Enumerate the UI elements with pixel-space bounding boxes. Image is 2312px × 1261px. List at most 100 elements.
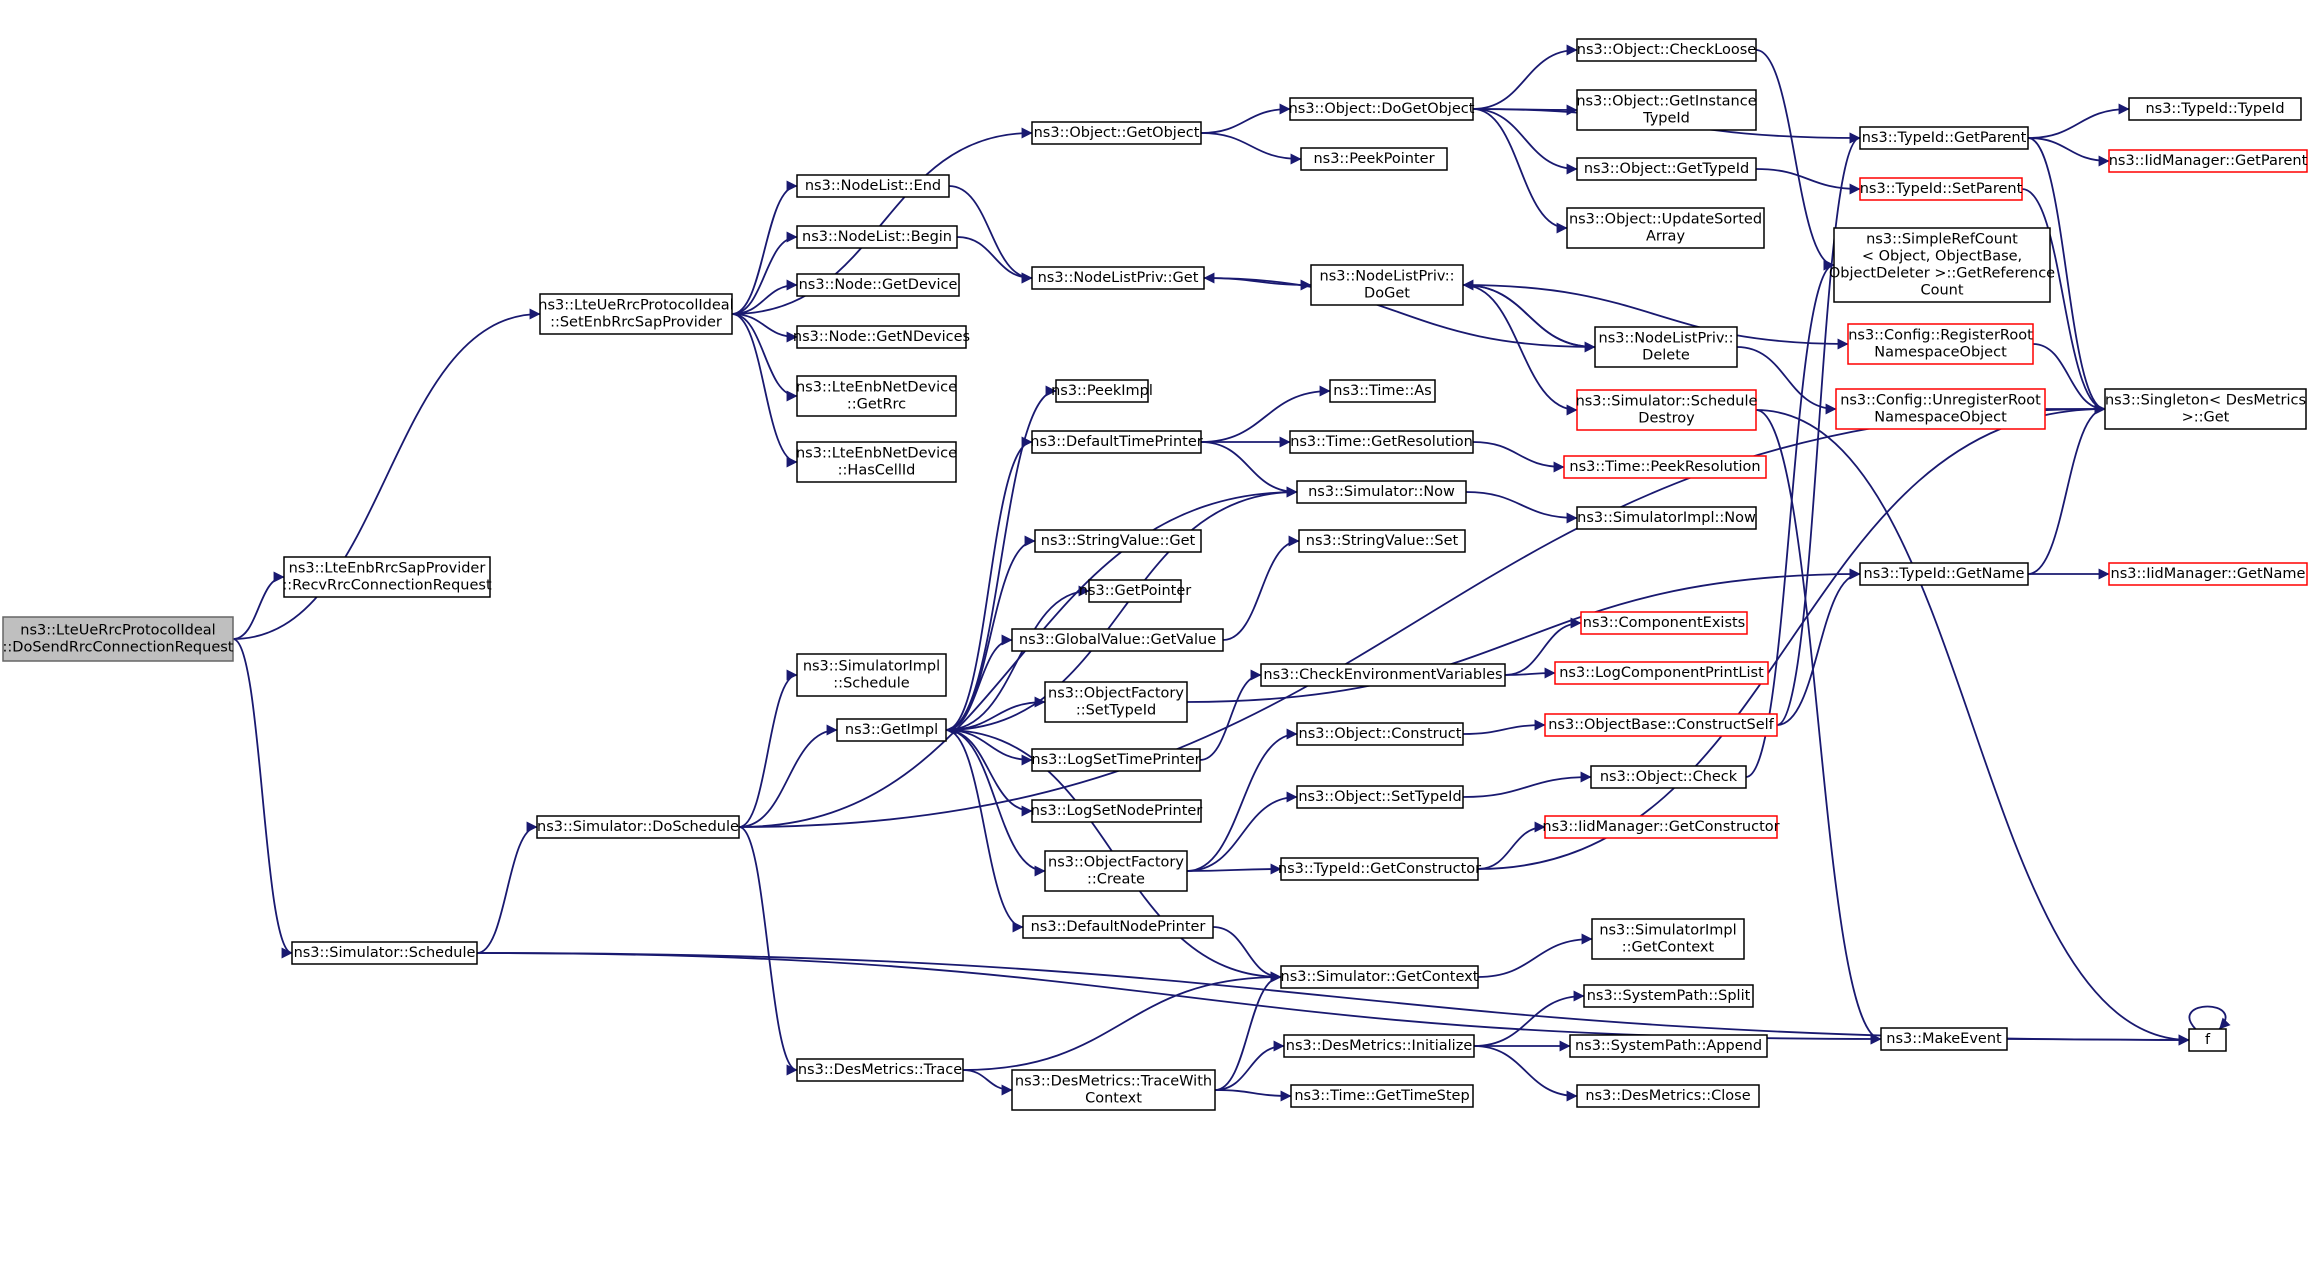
node-getimpl[interactable]: ns3::GetImpl <box>836 718 947 742</box>
node-of_settypeid[interactable]: ns3::ObjectFactory::SetTypeId <box>1044 681 1188 723</box>
node-time_as[interactable]: ns3::Time::As <box>1329 379 1436 403</box>
node-box <box>536 815 740 839</box>
node-stringvalue_get[interactable]: ns3::StringValue::Get <box>1034 529 1202 553</box>
node-root[interactable]: ns3::LteUeRrcProtocolIdeal::DoSendRrcCon… <box>2 616 234 662</box>
node-def_nodeprinter[interactable]: ns3::DefaultNodePrinter <box>1022 915 1214 939</box>
node-peekimpl[interactable]: ns3::PeekImpl <box>1051 379 1153 403</box>
node-simplerefcount[interactable]: ns3::SimpleRefCount< Object, ObjectBase,… <box>1829 227 2055 303</box>
node-syspath_split[interactable]: ns3::SystemPath::Split <box>1583 984 1754 1008</box>
node-nodelist_end[interactable]: ns3::NodeList::End <box>796 174 950 198</box>
node-obj_gettypeid[interactable]: ns3::Object::GetTypeId <box>1576 157 1757 181</box>
edge-of_create-to-obj_settypeid <box>1186 791 1298 872</box>
node-obj_dogetobject[interactable]: ns3::Object::DoGetObject <box>1289 97 1475 121</box>
node-box <box>1563 455 1767 479</box>
edge-obj_getobject-to-peekptr <box>1200 132 1302 165</box>
edge-desm_init-to-desm_close <box>1473 1045 1578 1102</box>
node-singleton_get[interactable]: ns3::Singleton< DesMetrics >::Get <box>2104 388 2307 430</box>
node-sim_now[interactable]: ns3::Simulator::Now <box>1296 480 1467 504</box>
node-obj_getobject[interactable]: ns3::Object::GetObject <box>1031 121 1202 145</box>
node-objbase_constructself[interactable]: ns3::ObjectBase::ConstructSelf <box>1544 713 1778 737</box>
node-iid_getname[interactable]: ns3::IidManager::GetName <box>2108 562 2308 586</box>
edge-sim_schedulesdestroy-to-makeevent <box>1755 409 1882 1045</box>
edge-objbase_constructself-to-typeid_getname <box>1776 568 1861 726</box>
node-simimpl_getctx[interactable]: ns3::SimulatorImpl::GetContext <box>1591 918 1745 960</box>
node-nodelist_begin[interactable]: ns3::NodeList::Begin <box>796 225 958 249</box>
node-enb_hascellid[interactable]: ns3::LteEnbNetDevice::HasCellId <box>796 441 957 483</box>
node-iid_getctor[interactable]: ns3::IidManager::GetConstructor <box>1542 815 1780 839</box>
node-label: Context <box>1085 1091 1142 1107</box>
node-label: f <box>2205 1032 2211 1048</box>
node-recv_rrc[interactable]: ns3::LteEnbRrcSapProvider::RecvRrcConnec… <box>282 556 492 598</box>
edge-time_getres-to-time_peekres <box>1472 441 1565 473</box>
edge-of_create-to-typeid_getctor <box>1186 863 1282 875</box>
node-box <box>796 653 947 697</box>
edge-obj_getobject-to-obj_dogetobject <box>1200 103 1291 134</box>
node-gv_getvalue[interactable]: ns3::GlobalValue::GetValue <box>1011 628 1224 652</box>
node-simimpl_schedule[interactable]: ns3::SimulatorImpl::Schedule <box>796 653 947 697</box>
node-node_getdevice[interactable]: ns3::Node::GetDevice <box>796 273 960 297</box>
node-sim_getctx[interactable]: ns3::Simulator::GetContext <box>1280 965 1479 989</box>
edge-typeid_getparent-to-iid_getparent <box>2027 137 2110 167</box>
node-box <box>1544 815 1778 839</box>
node-config_unregisterroot[interactable]: ns3::Config::UnregisterRootNamespaceObje… <box>1835 388 2046 430</box>
node-desm_trace[interactable]: ns3::DesMetrics::Trace <box>796 1058 964 1082</box>
node-box <box>1544 713 1778 737</box>
node-obj_settypeid[interactable]: ns3::Object::SetTypeId <box>1296 785 1464 809</box>
node-syspath_append[interactable]: ns3::SystemPath::Append <box>1569 1034 1768 1058</box>
node-label: DoGet <box>1364 286 1410 302</box>
node-logsettimeprinter[interactable]: ns3::LogSetTimePrinter <box>1031 748 1201 772</box>
node-label: ns3::ObjectBase::ConstructSelf <box>1548 717 1774 733</box>
node-label: ns3::NodeList::End <box>805 178 941 194</box>
node-label: ns3::SystemPath::Append <box>1575 1038 1762 1054</box>
node-time_getres[interactable]: ns3::Time::GetResolution <box>1289 430 1474 454</box>
edge-getimpl-to-getpointer <box>945 585 1090 731</box>
node-logcompprintlist[interactable]: ns3::LogComponentPrintList <box>1554 661 1769 685</box>
edge-sim_doschedule-to-singleton_get <box>738 403 2106 828</box>
node-simimpl_now[interactable]: ns3::SimulatorImpl::Now <box>1576 506 1757 530</box>
edge-sim_getctx-to-simimpl_getctx <box>1477 933 1593 978</box>
node-peekptr[interactable]: ns3::PeekPointer <box>1300 147 1448 171</box>
node-desm_init[interactable]: ns3::DesMetrics::Initialize <box>1283 1034 1475 1058</box>
node-box <box>291 941 478 965</box>
node-set_enb[interactable]: ns3::LteUeRrcProtocolIdeal::SetEnbRrcSap… <box>538 293 734 335</box>
node-label: ns3::Singleton< DesMetrics <box>2105 393 2306 409</box>
node-check_env[interactable]: ns3::CheckEnvironmentVariables <box>1260 663 1506 687</box>
node-enb_getrrc[interactable]: ns3::LteEnbNetDevice::GetRrc <box>796 375 957 417</box>
node-time_gettimestep[interactable]: ns3::Time::GetTimeStep <box>1290 1084 1474 1108</box>
node-desm_close[interactable]: ns3::DesMetrics::Close <box>1576 1084 1760 1108</box>
node-sim_schedule[interactable]: ns3::Simulator::Schedule <box>291 941 478 965</box>
node-iid_getparent[interactable]: ns3::IidManager::GetParent <box>2108 149 2308 173</box>
node-label: ns3::IidManager::GetParent <box>2109 153 2308 169</box>
node-stringvalue_set[interactable]: ns3::StringValue::Set <box>1298 529 1466 553</box>
node-f[interactable]: f <box>2188 1028 2227 1052</box>
node-of_create[interactable]: ns3::ObjectFactory::Create <box>1044 850 1188 892</box>
node-box <box>1011 1069 1216 1111</box>
node-nlpriv_delete[interactable]: ns3::NodeListPriv::Delete <box>1594 326 1738 368</box>
node-sim_doschedule[interactable]: ns3::Simulator::DoSchedule <box>536 815 740 839</box>
node-typeid_getname[interactable]: ns3::TypeId::GetName <box>1859 562 2029 586</box>
node-typeid_getparent[interactable]: ns3::TypeId::GetParent <box>1859 126 2029 150</box>
node-nlpriv_doget[interactable]: ns3::NodeListPriv::DoGet <box>1310 264 1464 306</box>
node-time_peekres[interactable]: ns3::Time::PeekResolution <box>1563 455 1767 479</box>
edge-desm_tracewithctx-to-time_gettimestep <box>1214 1089 1292 1102</box>
node-def_timeprinter[interactable]: ns3::DefaultTimePrinter <box>1030 430 1203 454</box>
node-logsetnodeprinter[interactable]: ns3::LogSetNodePrinter <box>1031 799 1203 823</box>
node-typeid_typeid[interactable]: ns3::TypeId::TypeId <box>2128 97 2302 121</box>
node-obj_check[interactable]: ns3::Object::Check <box>1590 765 1747 789</box>
node-obj_checkloose[interactable]: ns3::Object::CheckLoose <box>1576 38 1757 62</box>
edge-f-to-f <box>2188 1005 2231 1030</box>
node-makeevent[interactable]: ns3::MakeEvent <box>1880 1027 2008 1051</box>
node-typeid_getctor[interactable]: ns3::TypeId::GetConstructor <box>1278 857 1481 881</box>
node-label: ns3::Time::As <box>1333 383 1431 399</box>
node-componentexists[interactable]: ns3::ComponentExists <box>1580 611 1748 635</box>
node-typeid_setparent[interactable]: ns3::TypeId::SetParent <box>1859 177 2023 201</box>
node-getpointer[interactable]: ns3::GetPointer <box>1079 579 1192 603</box>
node-node_getndevices[interactable]: ns3::Node::GetNDevices <box>793 325 970 349</box>
node-nlpriv_get[interactable]: ns3::NodeListPriv::Get <box>1031 266 1205 290</box>
node-obj_construct[interactable]: ns3::Object::Construct <box>1296 722 1464 746</box>
